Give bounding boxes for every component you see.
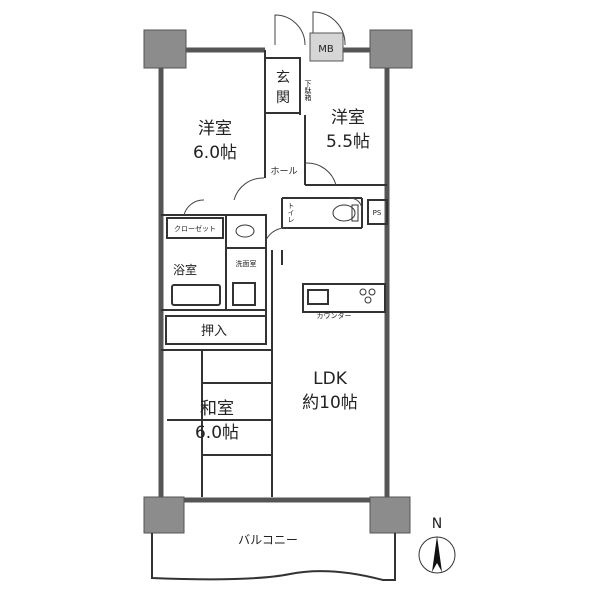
right-bedroom-name: 洋室: [331, 108, 365, 128]
door-swings: [183, 11, 363, 241]
washitsu-size: 6.0帖: [195, 423, 239, 443]
interior-walls: [161, 50, 388, 497]
washbasin: [235, 224, 255, 238]
bath-label: 浴室: [173, 262, 197, 277]
balcony-outline: [151, 533, 396, 581]
compass-label: N: [432, 516, 442, 532]
toilet-label: トイレ: [287, 202, 295, 223]
counter-label: カウンター: [317, 311, 352, 320]
ldk-name: LDK: [313, 369, 348, 389]
balcony-label: バルコニー: [238, 533, 298, 547]
left-bedroom-name: 洋室: [198, 119, 232, 139]
closet-label: クローゼット: [174, 224, 216, 233]
hall-label: ホール: [270, 166, 297, 177]
compass: N: [418, 516, 456, 574]
mb-label: MB: [318, 44, 334, 55]
columns: [143, 29, 413, 534]
genkan-char-2: 関: [276, 90, 290, 106]
left-bedroom-size: 6.0帖: [193, 143, 237, 163]
toilet-fixture: [332, 204, 359, 222]
ps-label: PS: [373, 209, 382, 217]
genkan-char-1: 玄: [276, 69, 290, 86]
shoe-label: 下駄箱: [304, 80, 312, 102]
washitsu-name: 和室: [200, 399, 234, 419]
right-bedroom-size: 5.5帖: [326, 132, 370, 152]
oshiire-label: 押入: [201, 324, 227, 339]
ldk-size: 約10帖: [302, 393, 358, 413]
washroom-label: 洗面室: [236, 259, 257, 268]
stove: [359, 288, 376, 304]
